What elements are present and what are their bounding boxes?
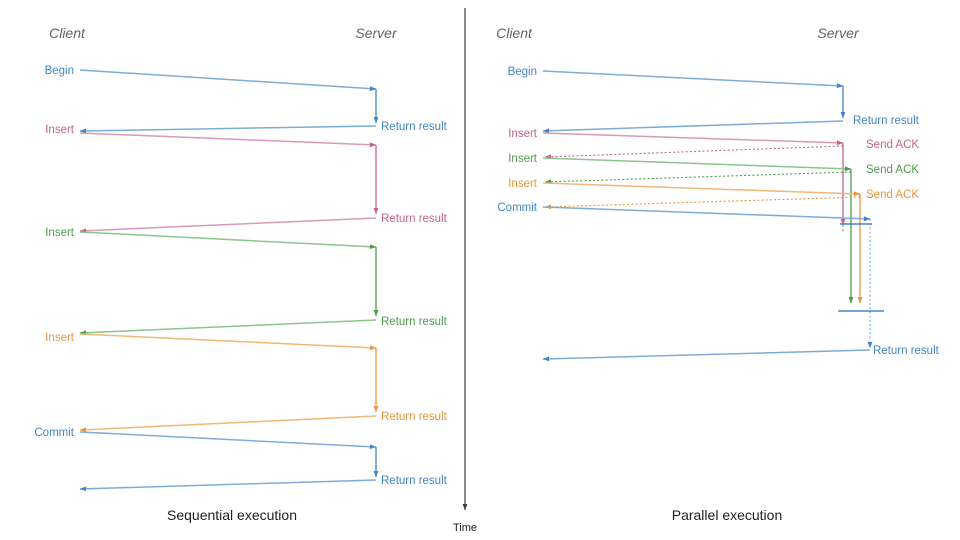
insert-3-flow-ack: [544, 196, 861, 210]
insert-2-flow-request: [79, 231, 377, 250]
client-message-label: Begin: [508, 66, 537, 78]
time-axis-label: Time: [453, 522, 477, 534]
begin-flow-response: [79, 125, 377, 134]
client-message-label: Insert: [508, 128, 538, 140]
commit-flow-request: [542, 206, 871, 222]
server-message-label: Return result: [853, 115, 920, 127]
server-message-label: Send ACK: [866, 189, 919, 201]
client-message-label: Insert: [45, 124, 75, 136]
server-message-label: Return result: [381, 411, 448, 423]
lane-title-client: Client: [49, 25, 86, 41]
server-message-label: Return result: [381, 475, 448, 487]
begin-flow-request: [542, 70, 844, 89]
insert-2-flow-response: [79, 319, 377, 336]
server-message-label: Return result: [873, 345, 940, 357]
server-message-label: Send ACK: [866, 139, 919, 151]
commit-flow-response: [542, 349, 871, 362]
insert-3-flow-response: [79, 415, 377, 433]
insert-2-flow-ack: [544, 171, 852, 185]
client-message-label: Insert: [508, 178, 538, 190]
commit-flow-request: [79, 431, 377, 450]
client-message-label: Commit: [34, 427, 74, 439]
client-message-label: Insert: [45, 332, 75, 344]
lane-title-client: Client: [496, 25, 533, 41]
insert-3-flow-request: [542, 182, 861, 197]
time-axis: Time: [453, 8, 477, 534]
server-message-label: Return result: [381, 316, 448, 328]
client-message-label: Commit: [497, 202, 537, 214]
insert-1-flow-response: [79, 217, 377, 234]
server-message-label: Return result: [381, 213, 448, 225]
insert-2-flow-request: [542, 157, 852, 172]
server-message-label: Send ACK: [866, 164, 919, 176]
client-message-label: Insert: [508, 153, 538, 165]
client-message-label: Begin: [45, 65, 74, 77]
panel-caption-parallel: Parallel execution: [672, 507, 783, 523]
begin-flow-response: [542, 120, 844, 134]
insert-1-flow-request: [542, 132, 844, 146]
panel-caption-sequential: Sequential execution: [167, 507, 297, 523]
commit-flow-response: [79, 479, 377, 492]
begin-flow-request: [79, 69, 377, 92]
insert-1-flow-ack: [544, 145, 844, 160]
insert-3-flow-request: [79, 333, 377, 351]
client-message-label: Insert: [45, 227, 75, 239]
lane-title-server: Server: [817, 25, 860, 41]
server-message-label: Return result: [381, 121, 448, 133]
insert-1-flow-request: [79, 132, 377, 148]
lane-title-server: Server: [355, 25, 398, 41]
